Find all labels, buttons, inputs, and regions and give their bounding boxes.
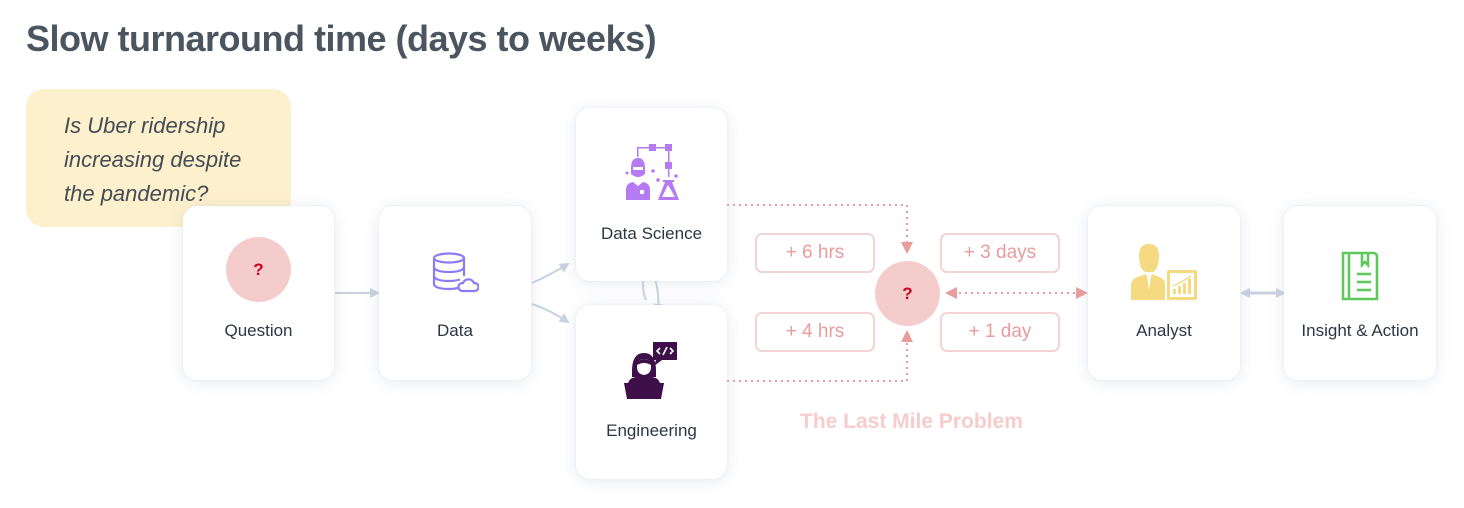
data-scientist-icon bbox=[625, 144, 679, 200]
delay-pill-data-science: + 6 hrs bbox=[755, 233, 875, 273]
delay-pill-analyst-bottom: + 1 day bbox=[940, 312, 1060, 352]
question-line: the pandemic? bbox=[64, 181, 209, 206]
last-mile-label: The Last Mile Problem bbox=[800, 410, 1023, 433]
node-label: Insight & Action bbox=[1301, 321, 1419, 340]
question-circle-icon: ? bbox=[226, 237, 291, 302]
database-cloud-icon bbox=[432, 252, 479, 293]
node-question[interactable]: ? Question bbox=[183, 206, 334, 380]
node-engineering[interactable]: Engineering bbox=[576, 305, 727, 479]
node-data-science[interactable]: Data Science bbox=[576, 108, 727, 281]
node-label: Data Science bbox=[600, 224, 703, 243]
engineer-code-icon bbox=[623, 342, 677, 399]
bottleneck-question-icon: ? bbox=[875, 261, 940, 326]
node-data[interactable]: Data bbox=[379, 206, 531, 380]
page-title: Slow turnaround time (days to weeks) bbox=[26, 18, 657, 59]
analyst-chart-icon bbox=[1131, 244, 1197, 300]
delay-pill-analyst-top: + 3 days bbox=[940, 233, 1060, 273]
notebook-icon bbox=[1341, 251, 1379, 301]
node-label: Data bbox=[437, 321, 473, 340]
question-line: Is Uber ridership bbox=[64, 113, 226, 138]
node-label: Engineering bbox=[606, 421, 697, 440]
node-insight-action[interactable]: Insight & Action bbox=[1284, 206, 1436, 380]
node-label: Question bbox=[224, 321, 293, 340]
node-label: Analyst bbox=[1136, 321, 1192, 340]
delay-pill-engineering: + 4 hrs bbox=[755, 312, 875, 352]
node-analyst[interactable]: Analyst bbox=[1088, 206, 1240, 380]
question-line: increasing despite bbox=[64, 147, 242, 172]
question-note: Is Uber ridership increasing despite the… bbox=[26, 89, 291, 227]
